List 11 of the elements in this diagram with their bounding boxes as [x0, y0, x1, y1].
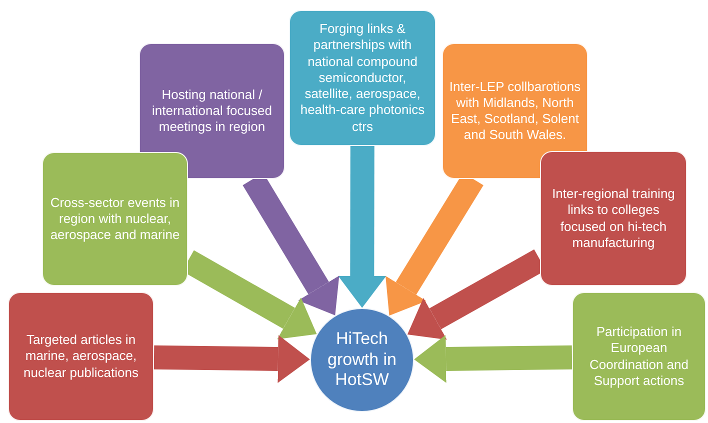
- activity-box: Hosting national / international focused meetings in region: [139, 43, 285, 179]
- block-arrow: [338, 146, 386, 308]
- block-arrow: [154, 334, 310, 383]
- activity-box: Inter-LEP collbarotions with Midlands, North East, Scotland, Solent and South Wales.: [442, 43, 588, 179]
- activity-box: Cross-sector events in region with nuclear, aerospace and marine: [42, 152, 188, 286]
- activity-box: Inter-regional training links to colleges focused on hi-tech manufacturing: [540, 151, 687, 286]
- goal-circle: HiTech growth in HotSW: [310, 308, 414, 412]
- block-arrow: [414, 334, 572, 383]
- activity-box: Targeted articles in marine, aerospace, nuclear publications: [8, 292, 154, 421]
- activity-box: Participation in European Coordination and Support actions: [572, 292, 706, 421]
- activity-box: Forging links & partnerships with national compound semiconductor, satellite, aerospace, health-care photonics ctrs: [289, 10, 436, 146]
